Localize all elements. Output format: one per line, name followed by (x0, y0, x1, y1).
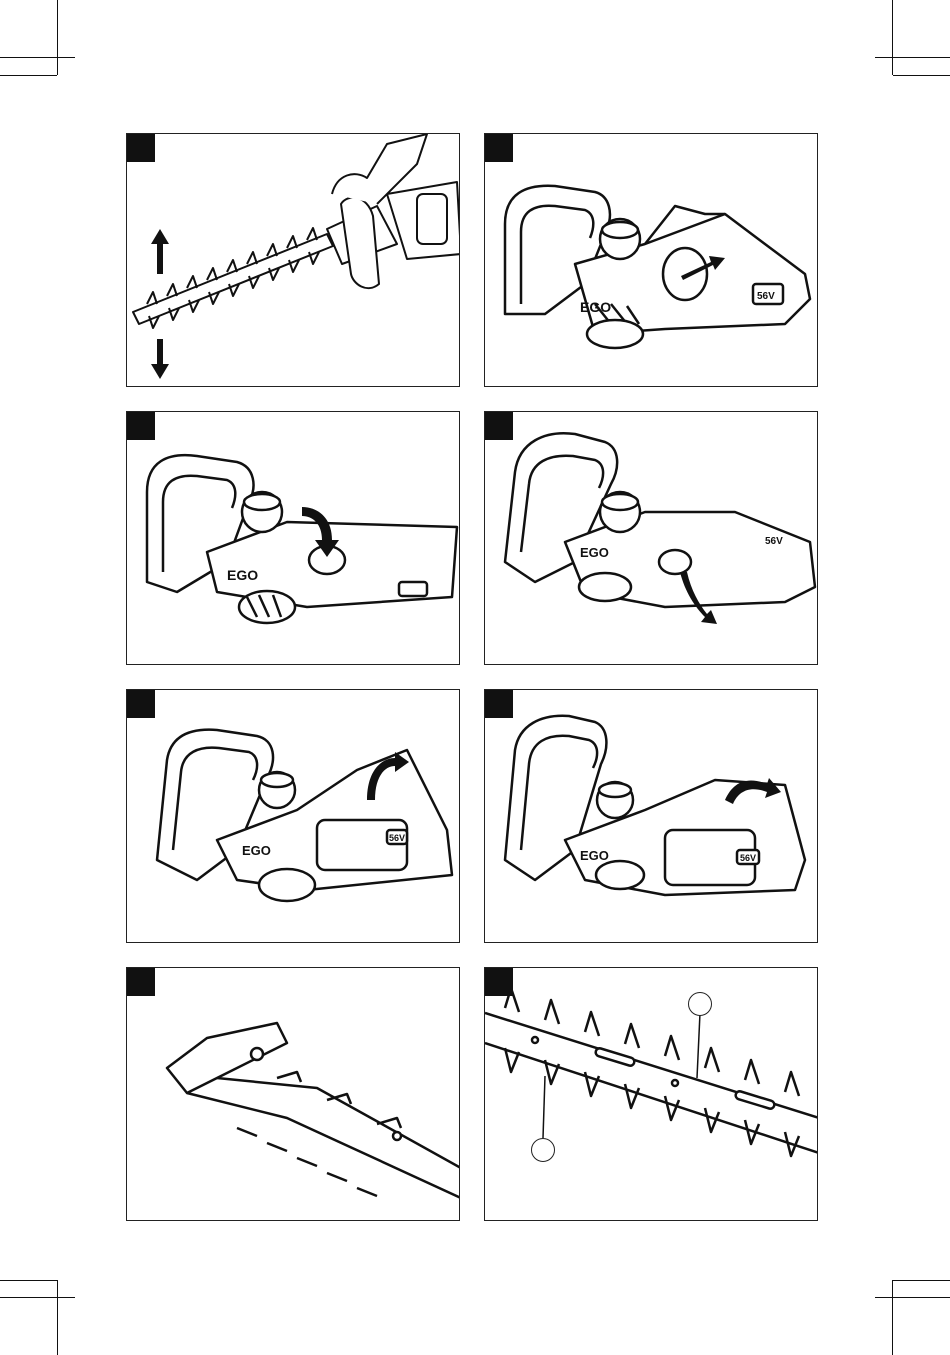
crop-mark-top-inner-left (0, 75, 57, 76)
figure-number-badge (127, 690, 155, 718)
figure-panel-5: EGO 56V (126, 689, 460, 943)
battery-badge-text: 56V (765, 536, 783, 547)
figure-number-badge (127, 134, 155, 162)
blade-cover-illustration (127, 968, 460, 1221)
blade-closeup-illustration (485, 968, 818, 1221)
crop-mark-top-left-v (57, 0, 58, 75)
figure-panel-7 (126, 967, 460, 1221)
crop-mark-bottom-right-h (875, 1297, 950, 1298)
figure-panel-8 (484, 967, 818, 1221)
figure-number-badge (485, 412, 513, 440)
crop-mark-bottom-inner-left (0, 1280, 57, 1281)
ego-logo-text: EGO (580, 299, 611, 315)
ego-logo-text: EGO (227, 567, 258, 583)
crop-mark-top-inner-right (893, 75, 950, 76)
crop-mark-top-right-h (875, 57, 950, 58)
trimmer-rear-handle-up-illustration: EGO 56V (127, 690, 460, 943)
trimmer-rotate-down-illustration: EGO 56V (485, 412, 818, 665)
trimmer-rear-handle-right-illustration: EGO 56V (485, 690, 818, 943)
figure-number-badge (485, 968, 513, 996)
crop-mark-bottom-inner-right (893, 1280, 950, 1281)
battery-badge-text: 56V (740, 853, 756, 863)
figure-panel-2: EGO 56V (484, 133, 818, 387)
figure-panel-6: EGO 56V (484, 689, 818, 943)
figure-number-badge (127, 968, 155, 996)
hedge-trimmer-illustration (127, 134, 460, 387)
ego-logo-text: EGO (580, 848, 609, 863)
crop-mark-bottom-right-v (892, 1280, 893, 1355)
crop-mark-top-left-h (0, 57, 75, 58)
crop-mark-bottom-left-h (0, 1297, 75, 1298)
figure-number-badge (127, 412, 155, 440)
figure-number-badge (485, 134, 513, 162)
callout-circle-a (688, 992, 712, 1016)
figure-number-badge (485, 690, 513, 718)
figure-panel-3: EGO (126, 411, 460, 665)
ego-logo-text: EGO (580, 545, 609, 560)
figure-panel-1 (126, 133, 460, 387)
callout-circle-b (531, 1138, 555, 1162)
ego-logo-text: EGO (242, 843, 271, 858)
crop-mark-top-right-v (892, 0, 893, 75)
trimmer-handle-illustration: EGO 56V (485, 134, 818, 387)
battery-badge-text: 56V (757, 291, 775, 302)
battery-badge-text: 56V (389, 833, 405, 843)
figure-panel-4: EGO 56V (484, 411, 818, 665)
crop-mark-bottom-left-v (57, 1280, 58, 1355)
trimmer-rotate-illustration: EGO (127, 412, 460, 665)
